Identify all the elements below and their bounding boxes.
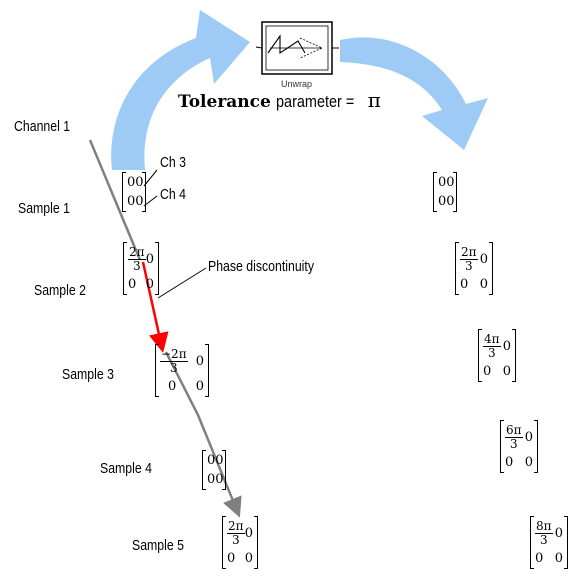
channel1-line xyxy=(88,139,142,261)
matrix-cell: 0 xyxy=(145,277,154,292)
matrix-cell: 0 xyxy=(505,455,514,470)
matrix-cell: 0 xyxy=(460,277,469,292)
unwrap-block xyxy=(255,21,339,75)
matrix-cell: 0 xyxy=(524,429,533,445)
matrix-cell: 0 xyxy=(195,353,204,369)
fraction-denominator: 3 xyxy=(464,258,473,273)
fraction-numerator: −2π xyxy=(160,346,188,362)
input-flow-arrow xyxy=(111,10,250,170)
sample-label: Sample 3 xyxy=(62,366,114,383)
matrix-cell: 0 xyxy=(524,455,533,470)
matrix-cell: 0 xyxy=(479,277,488,292)
matrix-cell: 0 xyxy=(244,551,253,566)
matrix-cell: 0 xyxy=(215,453,224,468)
matrix-cell: 0 xyxy=(128,277,137,292)
fraction-numerator: 2π xyxy=(227,518,245,534)
matrix-cell: 0 xyxy=(438,194,447,209)
channel1-trace xyxy=(164,351,242,518)
phase-leader xyxy=(157,267,207,299)
block-name: Unwrap xyxy=(281,79,313,89)
matrix-cell: 0 xyxy=(483,364,492,379)
matrix-cell: 0 xyxy=(446,194,455,209)
matrix-cell: 0 xyxy=(195,379,204,394)
sample-label: Sample 1 xyxy=(18,200,70,217)
sample-label: Sample 5 xyxy=(132,537,184,554)
channel1-label: Channel 1 xyxy=(14,118,71,135)
fraction-denominator: 3 xyxy=(487,345,496,360)
fraction-denominator: 3 xyxy=(132,258,141,273)
matrix-cell: 0 xyxy=(438,175,447,190)
ch4-label: Ch 4 xyxy=(160,186,186,203)
tolerance-bold: Tolerance xyxy=(178,92,271,112)
fraction-numerator: 8π xyxy=(535,518,553,534)
matrix-cell: 0 xyxy=(207,472,216,487)
matrix-cell: 0 xyxy=(479,251,488,267)
ch3-label: Ch 3 xyxy=(160,154,186,171)
matrix-cell: 0 xyxy=(207,453,216,468)
matrix-cell: 0 xyxy=(168,379,177,394)
phase-discontinuity-arrow xyxy=(141,261,169,353)
matrix-cell: 0 xyxy=(215,472,224,487)
fraction-denominator: 3 xyxy=(539,532,548,547)
matrix-cell: 0 xyxy=(535,551,544,566)
ch4-leader xyxy=(143,195,158,207)
ch3-leader xyxy=(143,169,158,187)
fraction-denominator: 3 xyxy=(231,532,240,547)
fraction-denominator: 3 xyxy=(509,436,518,451)
sample-label: Sample 2 xyxy=(34,282,86,299)
matrix-cell: 0 xyxy=(135,194,144,209)
fraction-numerator: 4π xyxy=(483,331,501,347)
fraction-numerator: 2π xyxy=(128,244,146,260)
fraction-numerator: 6π xyxy=(505,422,523,438)
fraction-numerator: 2π xyxy=(460,244,478,260)
matrix-cell: 0 xyxy=(145,251,154,267)
matrix-cell: 0 xyxy=(135,175,144,190)
tolerance-text: parameter = xyxy=(275,92,354,111)
phase-discontinuity-label: Phase discontinuity xyxy=(208,258,314,275)
matrix-cell: 0 xyxy=(502,338,511,354)
sample-label: Sample 4 xyxy=(100,460,152,477)
fraction-denominator: 3 xyxy=(169,360,178,375)
matrix-cell: 0 xyxy=(127,194,136,209)
matrix-cell: 0 xyxy=(244,525,253,541)
tolerance-symbol: π xyxy=(367,88,381,112)
tolerance-caption: Tolerance parameter = π xyxy=(178,88,381,112)
output-flow-arrow xyxy=(340,37,488,150)
matrix-cell: 0 xyxy=(502,364,511,379)
matrix-cell: 0 xyxy=(554,525,563,541)
matrix-cell: 0 xyxy=(446,175,455,190)
matrix-cell: 0 xyxy=(127,175,136,190)
matrix-cell: 0 xyxy=(554,551,563,566)
matrix-cell: 0 xyxy=(227,551,236,566)
